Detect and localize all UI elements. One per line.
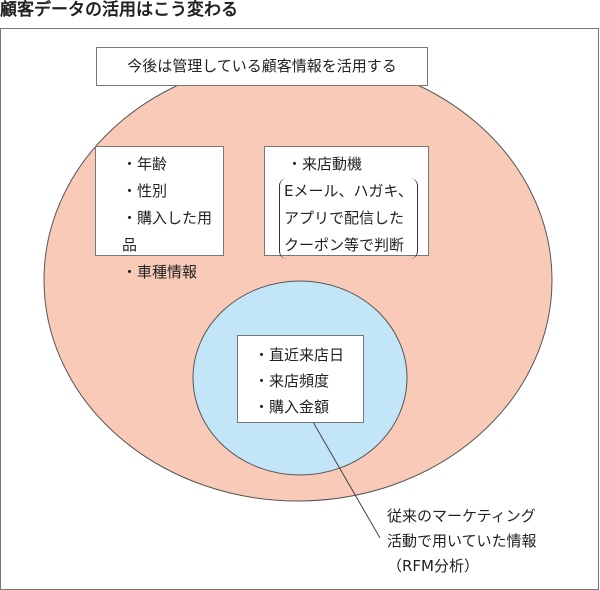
list-item: ・来店頻度 xyxy=(254,372,330,390)
callout-line-text: 活動で用いていた情報 xyxy=(387,532,537,550)
rfm-box: ・直近来店日 ・来店頻度 ・購入金額 xyxy=(237,335,364,423)
callout-text: 従来のマーケティング 活動で用いていた情報 （RFM分析） xyxy=(387,504,537,579)
paren-line: Eメール、ハガキ、 xyxy=(284,182,413,200)
visit-motive-box: ・来店動機 Eメール、ハガキ、 アプリで配信した クーポン等で判断 xyxy=(264,146,429,259)
list-item: ・車種情報 xyxy=(122,263,198,281)
list-item: ・直近来店日 xyxy=(254,346,345,364)
customer-attributes-box: ・年齢 ・性別 ・購入した用品 ・車種情報 xyxy=(95,146,224,281)
list-item: ・年齢 xyxy=(122,155,168,173)
paren-note: Eメール、ハガキ、 アプリで配信した クーポン等で判断 xyxy=(279,178,418,259)
list-item: ・購入金額 xyxy=(254,398,330,416)
list-item: ・来店動機 xyxy=(287,155,363,173)
callout-line-text: （RFM分析） xyxy=(387,557,479,575)
header-box: 今後は管理している顧客情報を活用する xyxy=(96,47,428,86)
diagram-title: 顧客データの活用はこう変わる xyxy=(0,0,238,20)
list-item: ・性別 xyxy=(122,182,168,200)
callout-line-text: 従来のマーケティング xyxy=(387,507,536,525)
callout-line xyxy=(312,421,381,539)
list-item: ・購入した用品 xyxy=(122,209,213,254)
paren-line: アプリで配信した xyxy=(284,209,405,227)
paren-line: クーポン等で判断 xyxy=(284,236,405,254)
